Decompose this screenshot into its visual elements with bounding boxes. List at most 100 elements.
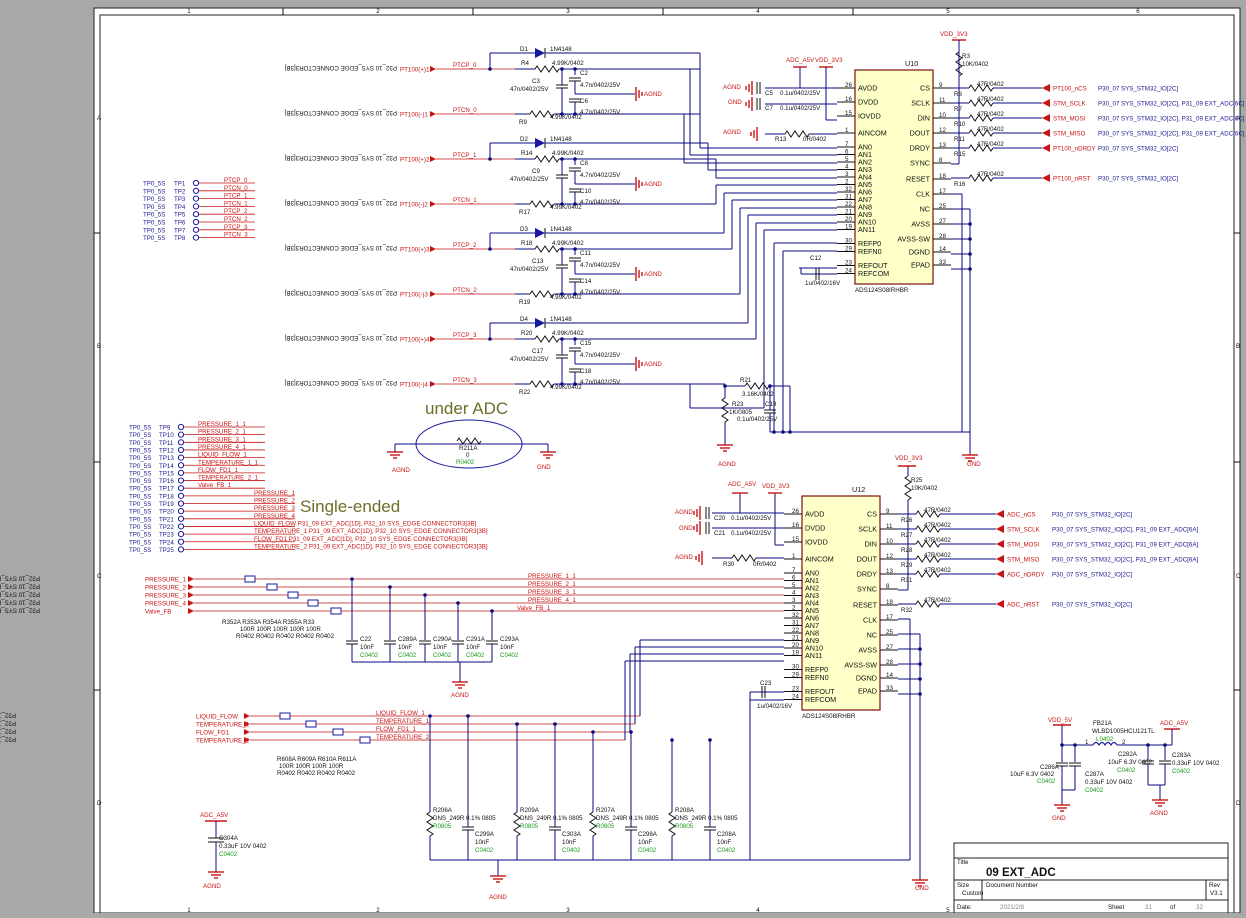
testpoint-pad — [177, 538, 185, 545]
u12-supply-section: VDD_3V3 R25 10K/0402 ADC_A5V VDD_3V3 C20… — [675, 455, 938, 892]
testpoint-ref: TP12 — [159, 447, 174, 454]
flow-input-3: P32_10 SYS_EDGE CONNECTOR3[3B]FLOW_FD1FL… — [0, 653, 784, 737]
res-ref: R29 — [901, 562, 913, 569]
gnd-label-c21: GND — [679, 525, 693, 532]
u10-pin-num: 11 — [939, 97, 946, 104]
agnd-symbol-c304 — [208, 871, 224, 879]
series-resistor-minus — [529, 290, 555, 298]
testpoint-pad — [192, 179, 200, 187]
res-val: 47R/0402 — [977, 96, 1004, 103]
single-ended-annotation: Single-ended — [300, 497, 400, 516]
junction-dot — [573, 157, 577, 161]
net-label-ptcn: PTCN_2 — [453, 287, 477, 294]
testpoint-net: PRESSURE_4_1 — [198, 444, 246, 451]
junction-dot — [560, 157, 564, 161]
u10-pin-name: SYNC — [910, 159, 930, 168]
u10-pin-name: AN5 — [858, 180, 872, 189]
c304a-ref: C304A — [219, 835, 239, 842]
u10-pin-name: AN10 — [858, 218, 876, 227]
net-port: PT100_nCS — [1053, 86, 1087, 93]
res-val: 4.99K/0402 — [550, 114, 582, 121]
gnd-label-u12-bottom: GND — [915, 885, 929, 892]
res-pkg: R0805 — [596, 823, 615, 830]
net-port: STM_MOSI — [1007, 542, 1040, 549]
series-resistor — [305, 720, 317, 728]
title-block: Title 09 EXT_ADC Size Custom Document Nu… — [953, 842, 1229, 914]
junction-dot — [573, 382, 577, 386]
junction-dot — [573, 292, 577, 296]
u12-pin-num: 5 — [792, 582, 796, 589]
testpoint-ref: TP23 — [159, 532, 174, 539]
junction-dot — [466, 714, 470, 718]
junction-dot — [560, 247, 564, 251]
pin-2: 2 — [1122, 739, 1126, 746]
u12-pin-name: REFOUT — [805, 687, 835, 696]
port-arrow — [996, 555, 1004, 563]
testpoint-ref: TP9 — [159, 425, 171, 432]
port-arrow — [188, 584, 194, 590]
series-resistor — [332, 728, 344, 736]
cap-pkg: C0402 — [500, 652, 519, 659]
agnd-label-r13: AGND — [723, 129, 741, 136]
testpoint-net: PRESSURE_1_1 — [198, 421, 246, 428]
cap-ref: C18 — [580, 368, 592, 375]
u12-pin-num: 31 — [792, 620, 799, 627]
net-port: ADC_nDRDY — [1007, 572, 1044, 579]
agnd-symbol — [693, 506, 701, 520]
testpoint-name: TP0_5S — [129, 509, 151, 516]
testpoint-pad — [192, 195, 200, 202]
junction-dot — [573, 202, 577, 206]
agnd-symbol — [745, 81, 753, 95]
cap-ref: C6 — [580, 98, 588, 105]
res-ref: R207A — [596, 807, 616, 814]
cap-val: 4.7n/0402/25V — [580, 352, 621, 359]
res-val: 4.99K/0402 — [552, 60, 584, 67]
net-port: ADC_nRST — [1007, 602, 1040, 609]
junction-dot — [781, 430, 785, 434]
testpoint-net: PRESSURE_4 — [254, 513, 295, 520]
u12-pin-num: 26 — [792, 508, 799, 515]
u12-pin-num: 18 — [886, 599, 893, 606]
c283a-val: 0.33uF 10V 0402 — [1172, 760, 1220, 767]
pt100-plus-port: PT100(+)1 — [400, 67, 430, 74]
series-resistor-minus — [529, 380, 555, 388]
series-resistor — [244, 575, 256, 583]
res-pkg: R0805 — [675, 823, 694, 830]
testpoint-net: PRESSURE_1 — [254, 490, 295, 497]
u12-pin-name: CS — [867, 510, 877, 519]
u12-pin-name: NC — [867, 631, 877, 640]
cap-ref: C8 — [580, 160, 588, 167]
junction-dot — [918, 662, 922, 666]
testpoint-pad — [177, 546, 185, 553]
u10-pin-num: 26 — [845, 82, 852, 89]
junction-dot — [560, 337, 564, 341]
testpoint-name: TP0_5S — [129, 493, 151, 500]
testpoint-ref: TP3 — [174, 196, 186, 203]
port-arrow — [1042, 84, 1050, 92]
testpoint-pad — [192, 226, 200, 233]
u10-pin-num: 17 — [939, 188, 946, 195]
junction-dot — [1146, 743, 1150, 747]
flow-net: FLOW_FD1_1 — [376, 726, 416, 733]
adc-a5v-label-u10: ADC_A5V — [786, 57, 815, 64]
junction-dot — [573, 337, 577, 341]
c7-ref: C7 — [765, 105, 773, 112]
res-val: 47R/0402 — [924, 507, 951, 514]
testpoint-name: TP0_5S — [129, 455, 151, 462]
edge-connector-ref: P32_10 SYS_EDGE CONNECTOR3[3B] — [0, 712, 16, 719]
edge-connector-ref: P32_10 SYS_EDGE CONNECTOR3[3B] — [0, 599, 40, 606]
u12-pin-name: AN1 — [805, 576, 819, 585]
u12-refdes: U12 — [852, 485, 865, 494]
r25-ref: R25 — [911, 477, 923, 484]
c20-val: 0.1u/0402/25V — [731, 515, 772, 522]
net-destination: P30_07 SYS_STM32_IO[2C] — [1052, 602, 1132, 609]
u12-pin-num: 16 — [792, 522, 799, 529]
pt100-plus-port: PT100(+)2 — [400, 157, 430, 164]
series-resistor — [915, 570, 941, 578]
u10-pin-name: AN4 — [858, 173, 872, 182]
series-resistor — [915, 600, 941, 608]
row-label-right: C — [1236, 573, 1241, 580]
junction-dot — [488, 337, 492, 341]
r21-resistor — [744, 382, 770, 390]
testpoint-net: PRESSURE_3 — [254, 505, 295, 512]
